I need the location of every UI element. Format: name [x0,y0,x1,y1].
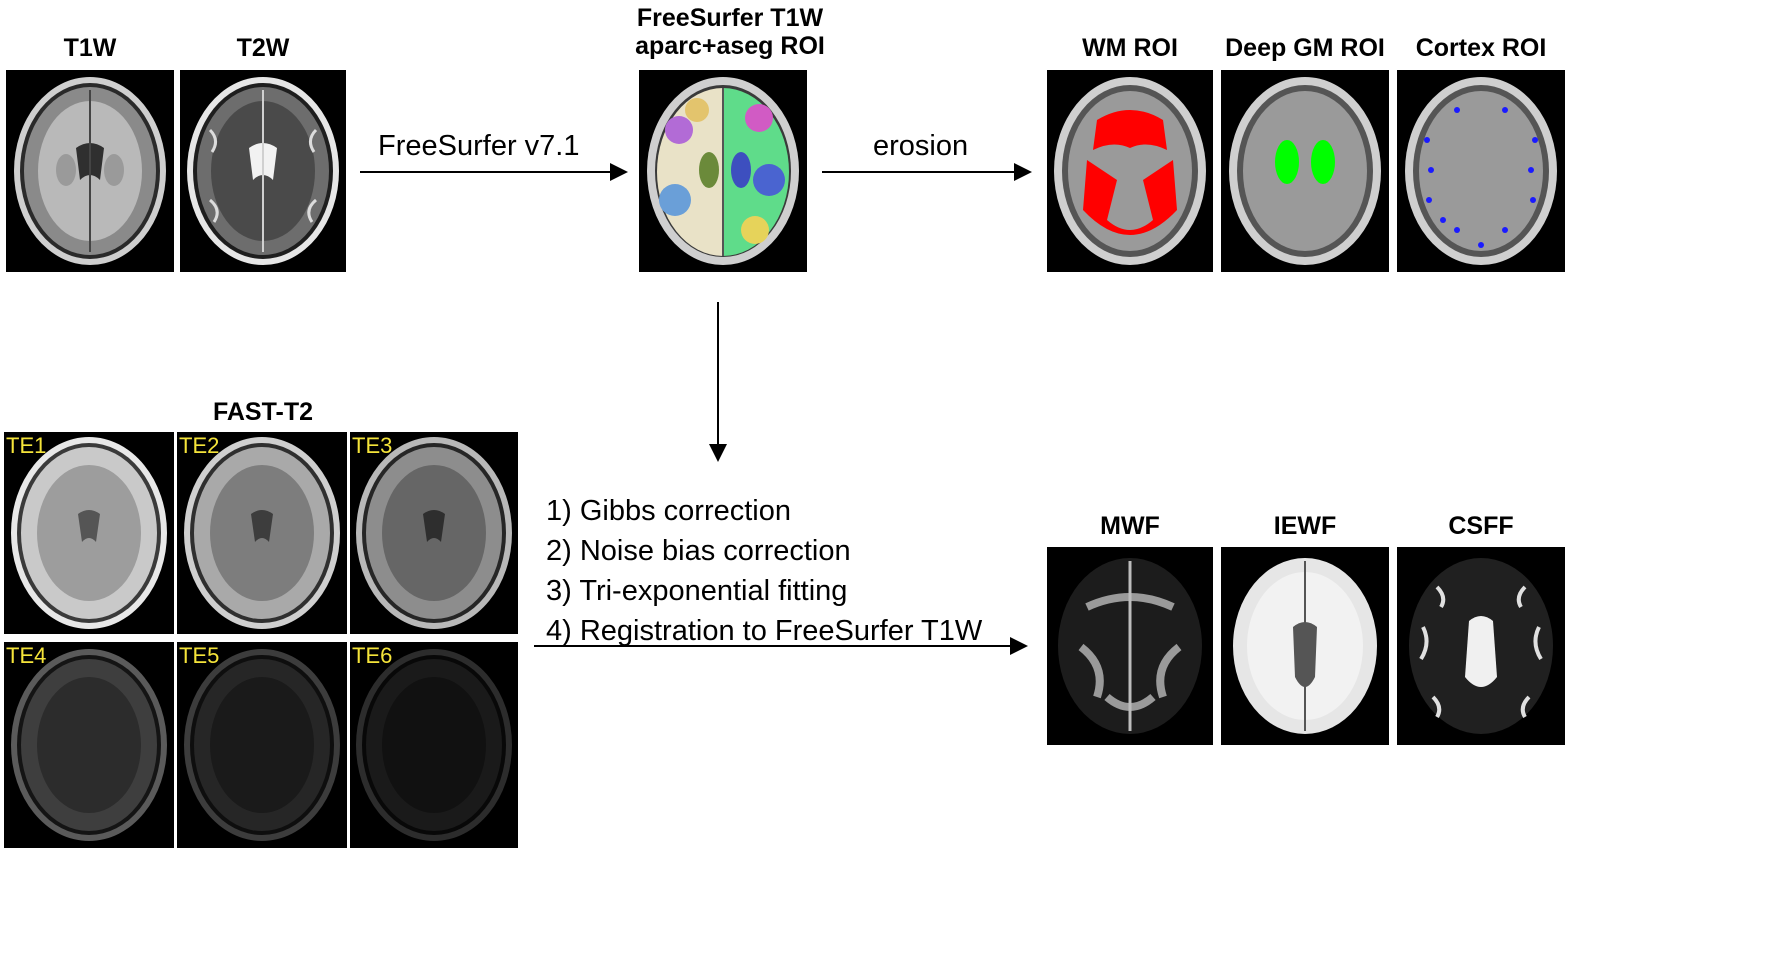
te-label: TE2 [179,433,220,458]
te-label: TE4 [6,643,47,668]
t2w-title: T2W [236,34,290,62]
fast-t2-echo-image: TE2 [177,432,347,634]
freesurfer-title-line2: aparc+aseg ROI [635,32,825,60]
wm-roi-image [1047,70,1213,272]
fast-t2-echo-image: TE1 [4,432,174,634]
cortex-roi-image [1397,70,1565,272]
t2w-image [180,70,346,272]
cortex-roi-title: Cortex ROI [1415,34,1547,62]
freesurfer-title-line1: FreeSurfer T1W [636,4,824,32]
csff-title: CSFF [1448,512,1514,540]
fast-t2-echo-image: TE5 [177,642,347,848]
csff-map-image [1397,547,1565,745]
processing-step: 3) Tri-exponential fitting [546,575,848,607]
t1w-title: T1W [63,34,117,62]
processing-step: 4) Registration to FreeSurfer T1W [546,615,983,647]
te-label: TE5 [179,643,220,668]
t1w-image [6,70,174,272]
mwf-map-image [1047,547,1213,745]
erosion-arrow [822,163,1032,181]
deep-gm-roi-image [1221,70,1389,272]
processing-steps-list: 1) Gibbs correction 2) Noise bias correc… [546,491,982,651]
fast-t2-echo-image: TE4 [4,642,174,848]
processing-step: 2) Noise bias correction [546,535,851,567]
te-label: TE3 [352,433,393,458]
processing-down-arrow [709,302,727,462]
mwf-title: MWF [1100,512,1160,540]
freesurfer-version-label: FreeSurfer v7.1 [378,130,580,162]
freesurfer-aparc-aseg-image [639,70,807,272]
fast-t2-echo-image: TE3 [350,432,518,634]
freesurfer-arrow [360,163,628,181]
te-label: TE1 [6,433,47,458]
fast-t2-title: FAST-T2 [212,398,313,426]
te-label: TE6 [352,643,393,668]
iewf-map-image [1221,547,1389,745]
iewf-title: IEWF [1273,512,1337,540]
deep-gm-roi-title: Deep GM ROI [1225,34,1385,62]
processing-step: 1) Gibbs correction [546,495,791,527]
erosion-label: erosion [873,130,969,162]
maps-arrow [534,637,1028,655]
wm-roi-title: WM ROI [1082,34,1178,62]
fast-t2-echo-image: TE6 [350,642,518,848]
